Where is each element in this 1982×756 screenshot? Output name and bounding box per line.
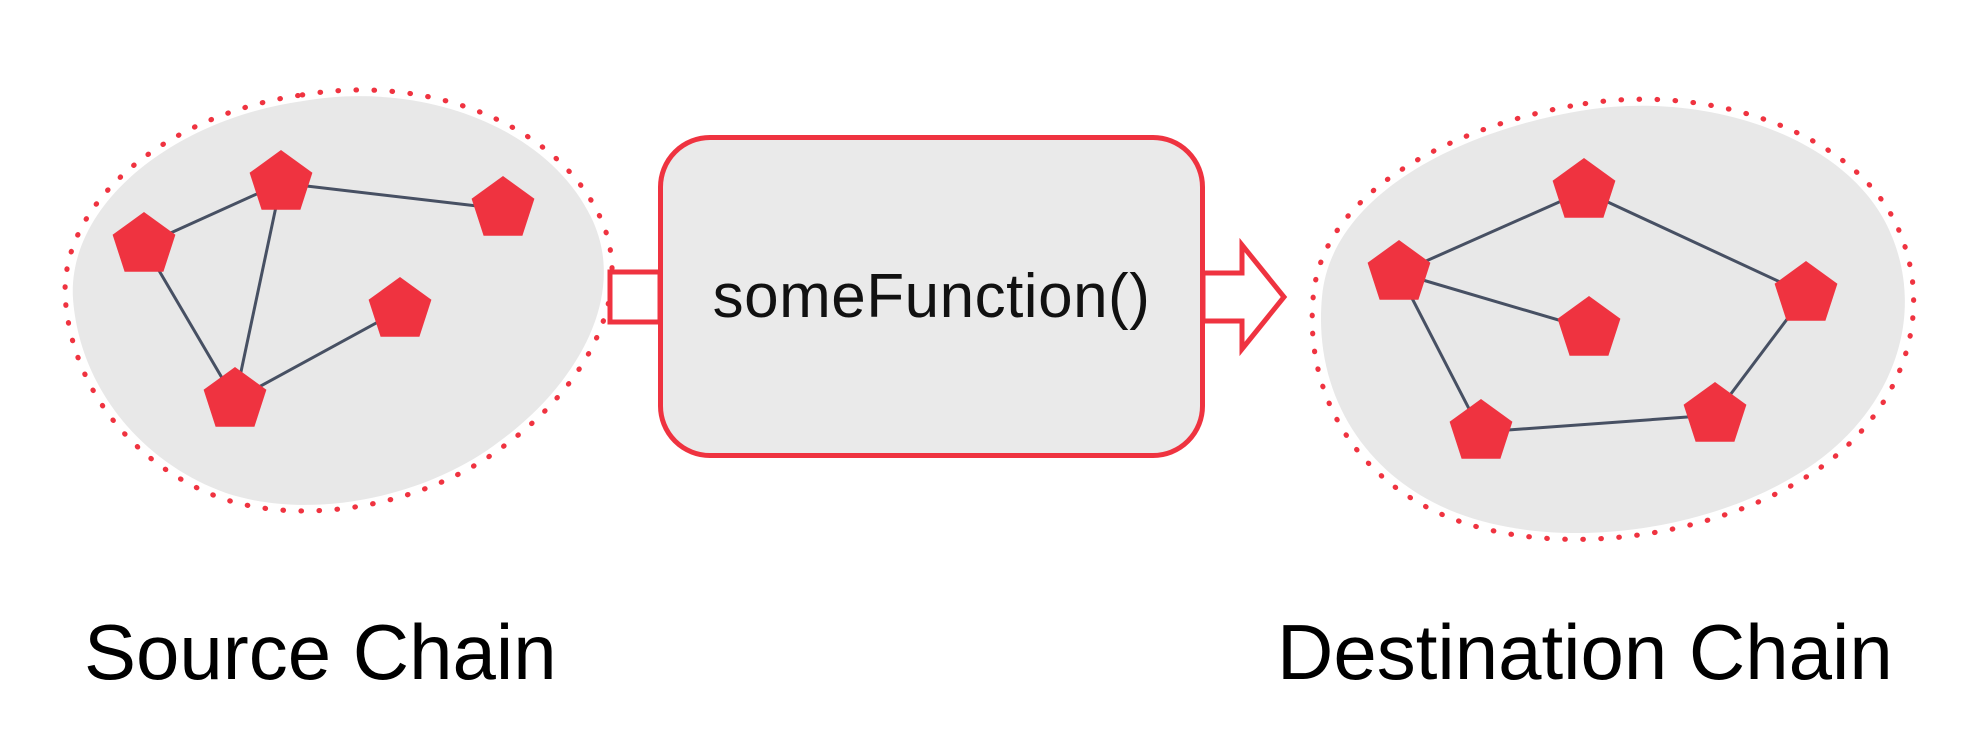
chain-edge (1480, 413, 1716, 434)
chain-edge (1583, 189, 1807, 296)
source-chain-label: Source Chain (84, 608, 557, 696)
chain-edge (1398, 189, 1585, 275)
source-chain (62, 87, 615, 514)
input-connector-square-icon (607, 269, 663, 325)
output-arrow-icon (1200, 237, 1288, 357)
chain-edge (234, 308, 401, 402)
source-chain-blob (72, 96, 604, 505)
function-box: someFunction() (658, 135, 1205, 458)
chain-edge (233, 182, 283, 401)
destination-chain-label: Destination Chain (1277, 608, 1893, 696)
function-box-label: someFunction() (712, 262, 1151, 331)
destination-chain (1309, 96, 1917, 542)
chain-edge (280, 181, 504, 211)
destination-chain-dotted-outline (1309, 96, 1917, 542)
chain-edge (1398, 271, 1590, 331)
